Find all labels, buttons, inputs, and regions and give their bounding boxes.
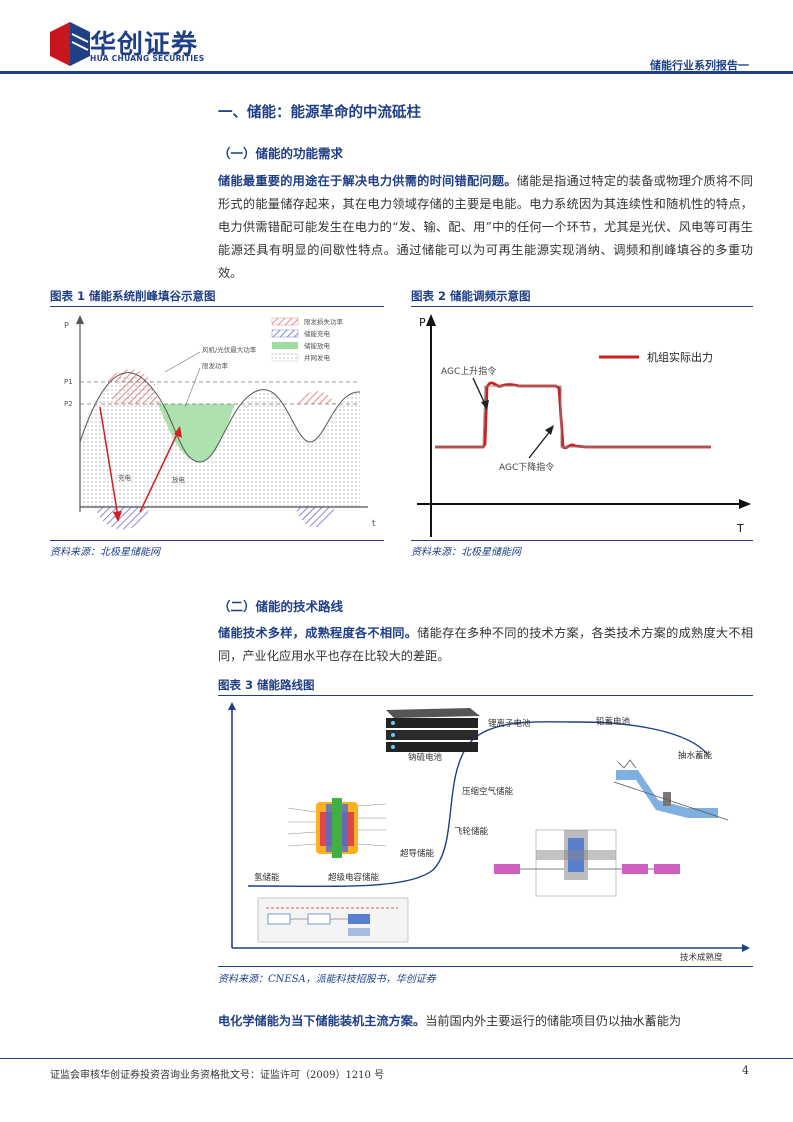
figure2-bottom-rule [411, 540, 753, 541]
charge-area [295, 507, 335, 528]
legend-charge: 储能充电 [304, 329, 331, 338]
loss-area [295, 391, 335, 404]
figure3-technology-roadmap: 技术成熟度 氢储能 超级电容储能 超导储能 飞轮储能 压缩空气储能 钠硫电池 锂… [228, 702, 750, 963]
compressed-air-schematic-image [494, 829, 680, 897]
x-axis-label: t [372, 519, 376, 529]
company-logo [50, 22, 90, 66]
p1-label: P1 [64, 378, 73, 386]
figure3-source: 资料来源：CNESA，派能科技招股书，华创证券 [218, 974, 436, 985]
paragraph-technology: 储能技术多样，成熟程度各不相同。储能存在多种不同的技术方案，各类技术方案的成熟度… [218, 622, 753, 668]
battery-rack-image [386, 708, 480, 752]
p2-label: P2 [64, 400, 73, 408]
figure2-source: 资料来源：北极星储能网 [411, 547, 521, 558]
agc-command-line [435, 385, 711, 448]
figure1-peak-shaving-diagram: P t P1 P2 风机/光伏最大功率 限发功率 充电 放电 限发损失功率 储能… [64, 315, 376, 530]
y-axis-label: P [64, 321, 69, 330]
tech-lead-acid: 铅蓄电池 [596, 716, 631, 727]
x-axis-label: 技术成熟度 [680, 952, 723, 963]
legend-actual-output: 机组实际出力 [647, 350, 713, 364]
legend-loss: 限发损失功率 [304, 317, 344, 326]
hydrogen-schematic-image [257, 897, 409, 943]
tech-sodium-sulfur: 钠硫电池 [408, 752, 443, 763]
paragraph-lead: 储能技术多样，成熟程度各不相同。 [218, 626, 418, 640]
paragraph-lead: 储能最重要的用途在于解决电力供需的时间错配问题。 [218, 174, 517, 188]
figure1-caption: 图表 1 储能系统削峰填谷示意图 [50, 289, 216, 303]
subsection-heading-demand: （一）储能的功能需求 [218, 146, 344, 161]
flywheel-diagram-image [287, 798, 387, 858]
figure3-caption: 图表 3 储能路线图 [218, 678, 315, 692]
tech-lithium-ion: 锂离子电池 [488, 718, 531, 729]
figure2-caption: 图表 2 储能调频示意图 [411, 289, 531, 303]
limit-power-label: 限发功率 [202, 361, 229, 370]
figure1-legend: 限发损失功率 储能充电 储能放电 并网发电 [271, 317, 344, 362]
tech-superconducting: 超导储能 [400, 848, 435, 859]
charge-label: 充电 [118, 473, 132, 482]
x-axis-label: T [736, 522, 744, 535]
logo-english-name: HUA CHUANG SECURITIES [90, 54, 205, 63]
charge-area [95, 507, 150, 530]
page-number: 4 [742, 1064, 749, 1077]
tech-supercapacitor: 超级电容储能 [328, 872, 380, 883]
figure1-caption-rule [50, 306, 384, 307]
logo-chinese-name: 华创证券 [90, 30, 199, 60]
tech-pumped-hydro: 抽水蓄能 [678, 750, 713, 761]
legend-discharge: 储能放电 [304, 341, 331, 350]
agc-up-label: AGC上升指令 [441, 365, 496, 377]
paragraph-lead: 电化学储能为当下储能装机主流方案。 [218, 1014, 426, 1028]
paragraph-demand: 储能最重要的用途在于解决电力供需的时间错配问题。储能是指通过特定的装备或物理介质… [218, 170, 753, 285]
figure1-bottom-rule [50, 540, 384, 541]
paragraph-body: 储能存在多种不同的技术方案，各类技术方案的成熟度大不相同，产业化应用水平也存在比… [218, 626, 754, 663]
tech-hydrogen: 氢储能 [254, 872, 280, 883]
paragraph-body: 当前国内外主要运行的储能项目仍以抽水蓄能为 [425, 1014, 682, 1028]
subsection-heading-technology: （二）储能的技术路线 [218, 599, 344, 614]
tech-compressed-air: 压缩空气储能 [462, 786, 514, 797]
figure1-source: 资料来源：北极星储能网 [50, 547, 160, 558]
section-heading: 一、储能：能源革命的中流砥柱 [218, 105, 421, 121]
figure2-caption-rule [411, 306, 753, 307]
agc-down-label: AGC下降指令 [499, 461, 554, 473]
pumped-hydro-image [613, 759, 729, 821]
footer-rule [0, 1058, 793, 1059]
discharge-label: 放电 [172, 475, 186, 484]
paragraph-body: 储能是指通过特定的装备或物理介质将不同形式的能量储存起来，其在电力领域存储的主要… [218, 174, 753, 280]
y-axis-label: P [419, 316, 426, 329]
figure3-caption-rule [218, 695, 753, 696]
tech-flywheel: 飞轮储能 [454, 826, 489, 837]
paragraph-electrochemical: 电化学储能为当下储能装机主流方案。当前国内外主要运行的储能项目仍以抽水蓄能为 [218, 1010, 753, 1033]
figure2-frequency-regulation-diagram: P T 机组实际出力 AGC上升指令 AGC下降指令 [417, 314, 751, 537]
legend-grid: 并网发电 [304, 353, 331, 362]
footer-license: 证监会审核华创证券投资咨询业务资格批文号：证监许可（2009）1210 号 [50, 1070, 385, 1081]
figure3-bottom-rule [218, 966, 753, 967]
actual-output-line [435, 381, 711, 450]
report-series-title: 储能行业系列报告一 [650, 59, 749, 72]
header-rule [0, 71, 793, 74]
max-power-label: 风机/光伏最大功率 [202, 345, 257, 354]
